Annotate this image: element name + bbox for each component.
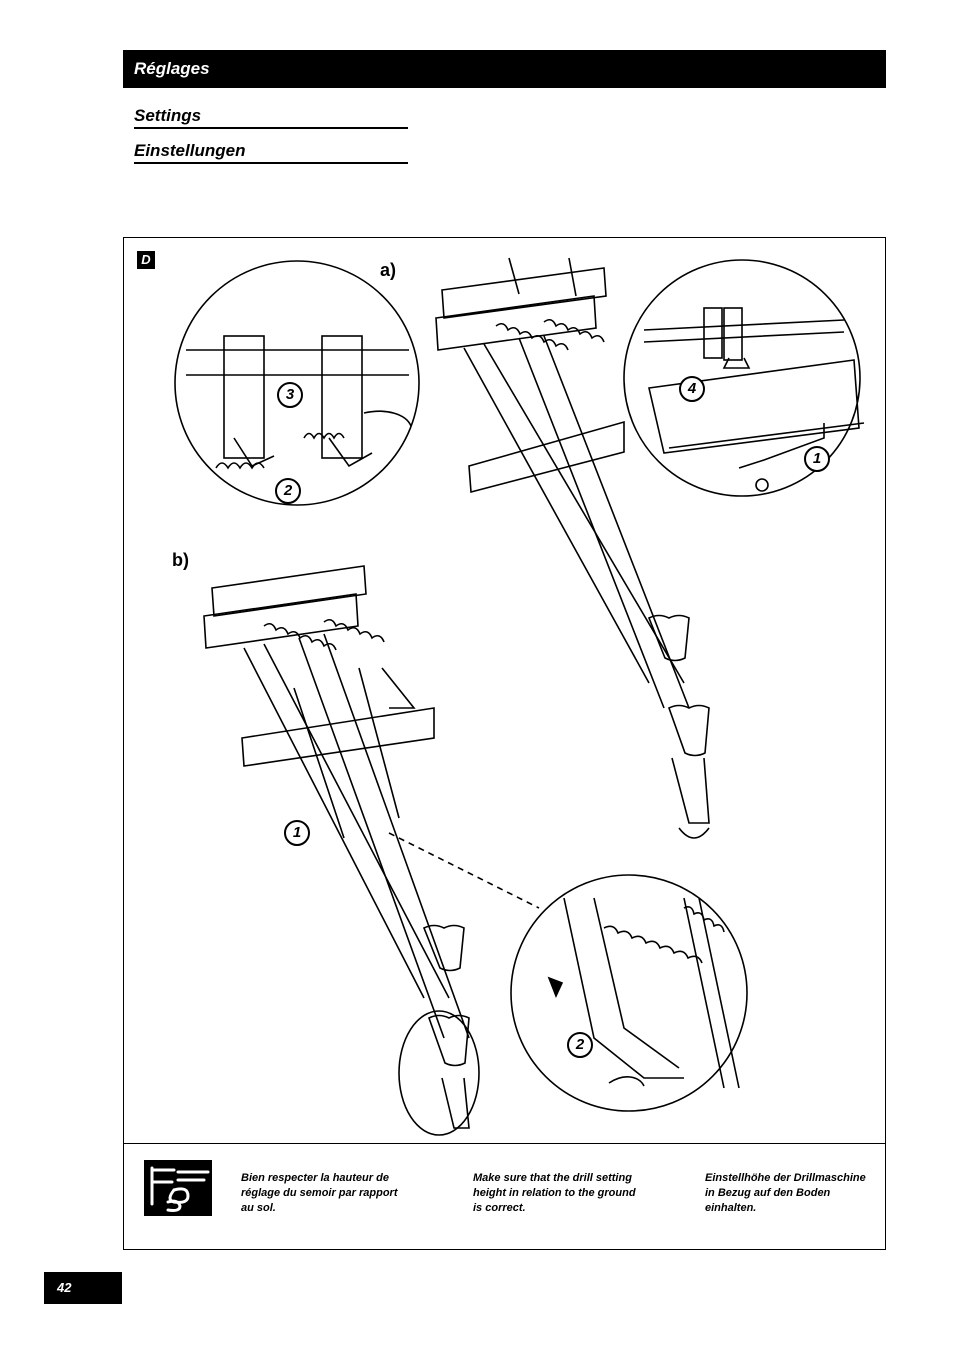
coulter-assembly-a bbox=[435, 257, 710, 839]
callout-1-b: 1 bbox=[284, 820, 310, 846]
callout-2: 2 bbox=[275, 478, 301, 504]
callout-1: 1 bbox=[804, 446, 830, 472]
coulter-assembly-b bbox=[203, 565, 480, 1136]
detail-circle-a-left bbox=[174, 260, 420, 506]
page-number: 42 bbox=[57, 1280, 72, 1295]
callout-2-b: 2 bbox=[567, 1032, 593, 1058]
subtitle-german: Einstellungen bbox=[134, 141, 408, 164]
section-title: Réglages bbox=[134, 59, 210, 78]
note-german: Einstellhöhe der Drillmaschine in Bezug … bbox=[705, 1172, 866, 1214]
figure-label-a: a) bbox=[380, 260, 397, 280]
page-number-box: 42 bbox=[44, 1272, 122, 1304]
figure-badge: D bbox=[137, 251, 155, 269]
section-header: Réglages bbox=[123, 50, 886, 88]
figure-frame: D a) b) bbox=[123, 237, 886, 1250]
callout-4: 4 bbox=[679, 376, 705, 402]
note-english: Make sure that the drill setting height … bbox=[473, 1172, 636, 1214]
leader-line-dashed bbox=[388, 832, 540, 909]
detail-circle-b bbox=[510, 874, 748, 1112]
note-french: Bien respecter la hauteur de réglage du … bbox=[241, 1172, 398, 1214]
detail-circle-a-right bbox=[623, 259, 865, 497]
subtitle-english: Settings bbox=[134, 106, 408, 129]
note-divider bbox=[124, 1143, 885, 1144]
drill-coulter-illustration bbox=[174, 257, 865, 1136]
callout-3: 3 bbox=[277, 382, 303, 408]
figure-label-b: b) bbox=[172, 550, 189, 570]
hand-pointer-icon bbox=[144, 1160, 212, 1216]
